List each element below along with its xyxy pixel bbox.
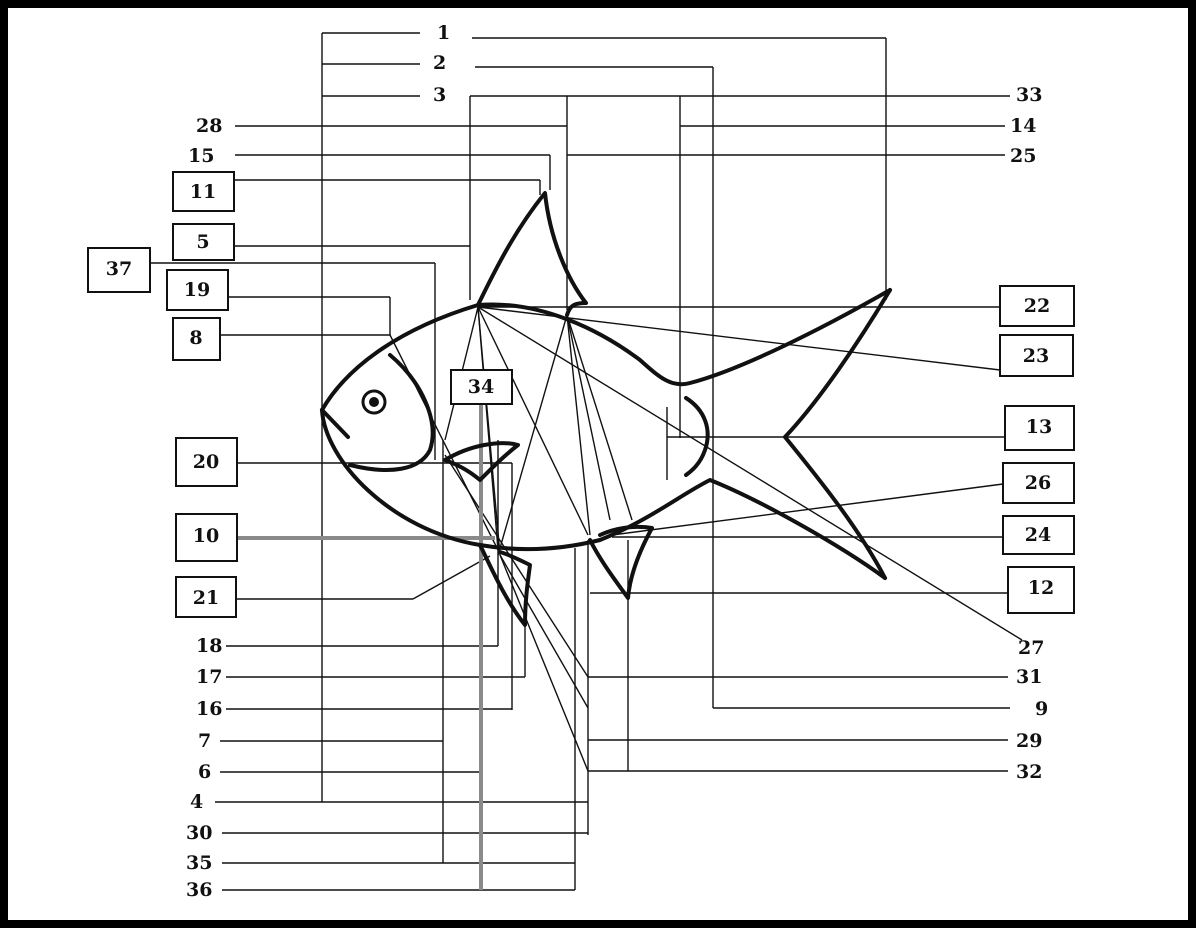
dorsal-fin: [478, 193, 586, 315]
label-30: 30: [186, 822, 212, 844]
label-16: 16: [196, 698, 222, 720]
label-21: 21: [193, 587, 219, 609]
plain-labels: 1 2 3 33 28 14 15 25 27 18 17 31 16 9 7 …: [186, 22, 1048, 901]
label-34: 34: [468, 376, 494, 398]
label-20: 20: [193, 451, 219, 473]
label-12: 12: [1028, 577, 1054, 599]
label-2: 2: [433, 52, 446, 74]
fish-body-upper: [322, 290, 890, 410]
label-24: 24: [1025, 524, 1051, 546]
fish-body-lower: [322, 410, 885, 578]
label-26: 26: [1025, 472, 1051, 494]
label-15: 15: [188, 145, 214, 167]
label-19: 19: [184, 279, 210, 301]
label-9: 9: [1035, 698, 1048, 720]
label-36: 36: [186, 879, 212, 901]
label-10: 10: [193, 525, 219, 547]
label-37: 37: [106, 258, 132, 280]
label-8: 8: [189, 327, 202, 349]
boxed-labels: 11 5 37 19 8 34 20 10 21 22 23 13 26 24 …: [88, 172, 1074, 617]
label-35: 35: [186, 852, 212, 874]
label-14: 14: [1010, 115, 1036, 137]
label-29: 29: [1016, 730, 1042, 752]
label-33: 33: [1016, 84, 1042, 106]
label-27: 27: [1018, 637, 1044, 659]
label-11: 11: [190, 181, 216, 203]
gill-cover: [350, 355, 433, 470]
label-17: 17: [196, 666, 222, 688]
label-6: 6: [198, 761, 211, 783]
label-7: 7: [198, 730, 211, 752]
pelvic-fin: [480, 545, 530, 625]
label-1: 1: [437, 22, 450, 44]
label-3: 3: [433, 84, 446, 106]
label-32: 32: [1016, 761, 1042, 783]
tail-fin-fork: [785, 290, 890, 578]
label-18: 18: [196, 635, 222, 657]
fish-outline: [322, 193, 890, 625]
leader-lines: [150, 33, 1022, 890]
label-22: 22: [1024, 295, 1050, 317]
label-23: 23: [1023, 345, 1049, 367]
label-4: 4: [190, 791, 203, 813]
label-25: 25: [1010, 145, 1036, 167]
label-5: 5: [196, 231, 209, 253]
label-28: 28: [196, 115, 222, 137]
label-31: 31: [1016, 666, 1042, 688]
label-13: 13: [1026, 416, 1052, 438]
